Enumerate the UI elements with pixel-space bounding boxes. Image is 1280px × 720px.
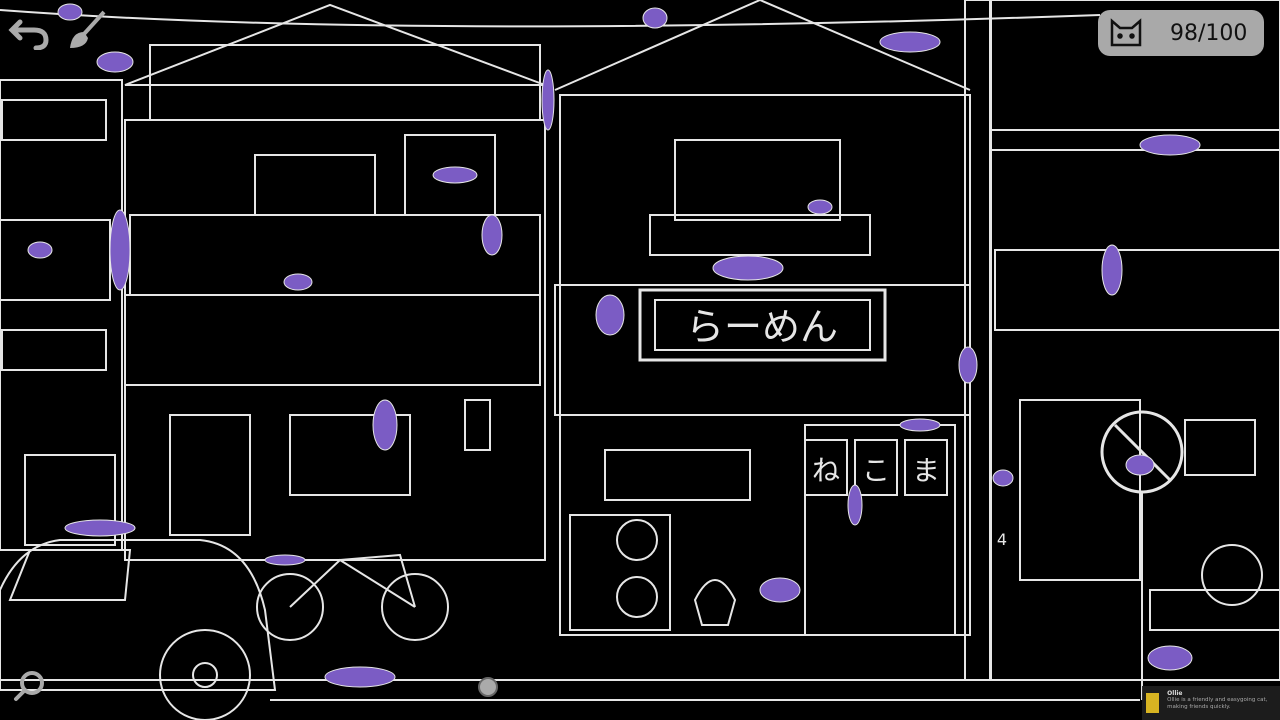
right-building [989,0,1280,700]
cat[interactable] [712,255,784,281]
cat-info-toast: Ollie Ollie is a friendly and easygoing … [1142,686,1280,720]
potted-plant [693,579,737,626]
left-building [0,79,123,551]
zoom-button[interactable] [12,668,48,704]
cat[interactable] [109,209,131,291]
cat[interactable] [264,554,306,566]
house-number: 4 [997,530,1007,549]
cat[interactable] [759,577,801,603]
cat[interactable] [1147,645,1193,671]
car [0,539,277,720]
cat[interactable] [879,31,941,53]
cat[interactable] [1125,454,1155,476]
cat[interactable] [324,666,396,688]
house-left [124,3,546,561]
cat[interactable] [595,294,625,336]
cat[interactable] [642,7,668,29]
toast-description: Ollie is a friendly and easygoing cat, m… [1167,697,1268,710]
cat[interactable] [481,214,503,256]
counter-value: 98/100 [1170,20,1248,46]
cats-found-counter: 98/100 [1098,10,1264,56]
magnifier-icon [14,671,44,701]
noren-char: ね [812,454,840,487]
cat-face-icon [1110,18,1142,47]
undo-button[interactable] [8,10,50,51]
utility-pole [964,0,992,681]
cat[interactable] [992,469,1014,487]
scroll-handle[interactable] [478,677,498,697]
paint-brush-icon [70,10,106,48]
ramen-sign: らーめん [686,305,838,349]
power-wire [0,9,1101,28]
cats [27,3,1201,688]
brush-button[interactable] [62,8,108,50]
cat[interactable] [899,418,941,432]
cat[interactable] [283,273,313,291]
cat[interactable] [541,69,555,131]
noren-char: こ [862,454,890,487]
cat[interactable] [64,519,136,537]
cat[interactable] [807,199,833,215]
cat-portrait [1146,693,1160,713]
undo-arrow-icon [8,19,49,51]
cat[interactable] [847,484,863,526]
cat[interactable] [1101,244,1123,296]
toast-title: Ollie [1167,690,1183,697]
bicycle [256,553,449,641]
cat[interactable] [27,241,53,259]
cat[interactable] [372,399,398,451]
ramen-shop [554,0,971,636]
cat[interactable] [958,346,978,384]
cat[interactable] [96,51,134,73]
cat[interactable] [57,3,83,21]
noren-char: ま [912,454,940,487]
cat[interactable] [432,166,478,184]
cat[interactable] [1139,134,1201,156]
